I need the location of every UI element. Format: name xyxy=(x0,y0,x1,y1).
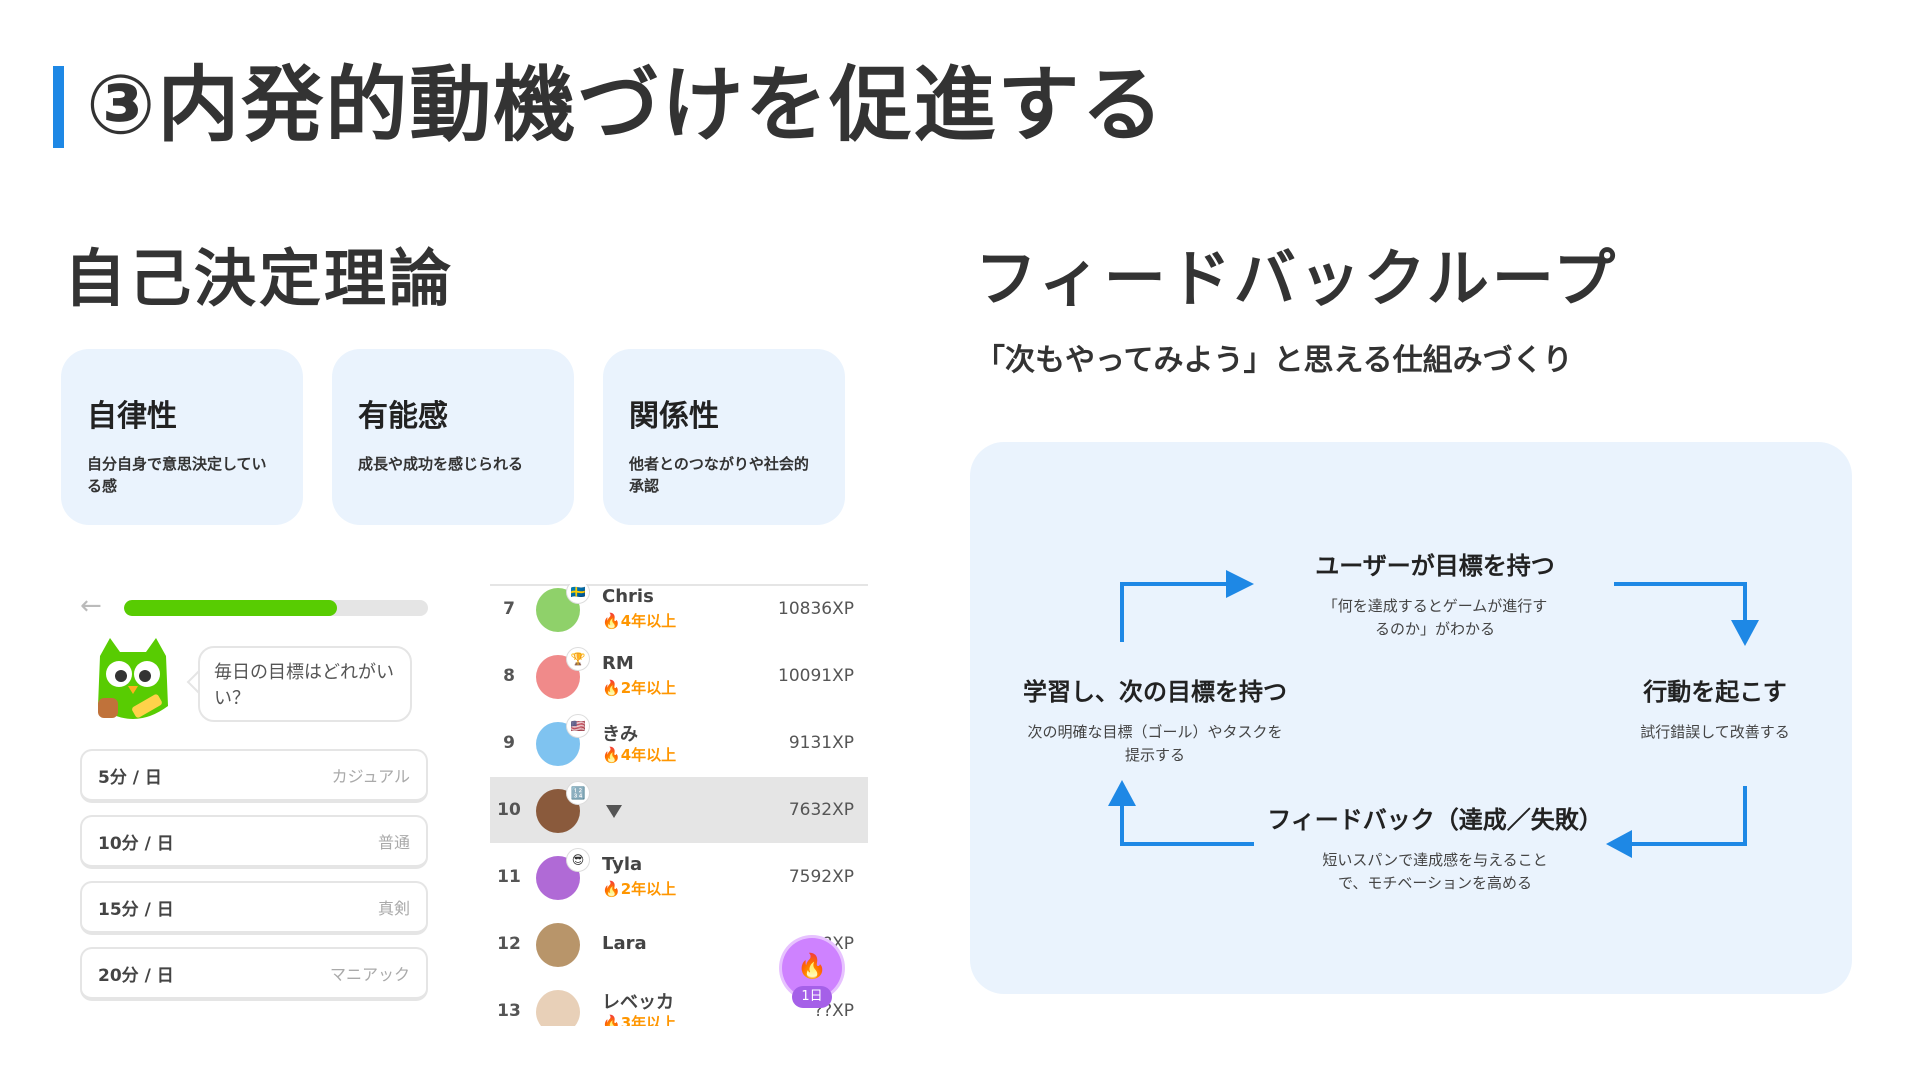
sdt-card-autonomy: 自律性 自分自身で意思決定している感 xyxy=(61,349,303,525)
user-xp: 9131XP xyxy=(788,733,854,753)
leaderboard-row[interactable]: 7 🇸🇪 Chris 🔥4年以上 10836XP xyxy=(490,584,868,642)
avatar-badge-icon: 🇸🇪 xyxy=(566,584,590,604)
owl-mascot-icon xyxy=(98,638,168,719)
user-name: Chris xyxy=(602,586,654,607)
title-accent-bar xyxy=(53,66,64,148)
option-label: 15分 / 日 xyxy=(98,899,174,920)
rank-number: 13 xyxy=(497,1001,521,1021)
node-title: 学習し、次の目標を持つ xyxy=(1023,678,1287,706)
speech-bubble: 毎日の目標はどれがいい？ xyxy=(198,646,412,722)
avatar-badge-icon: 😎 xyxy=(566,848,590,872)
option-label: 5分 / 日 xyxy=(98,767,162,788)
rank-number: 10 xyxy=(497,800,521,820)
node-title: フィードバック（達成／失敗） xyxy=(1267,806,1603,834)
progress-fill xyxy=(124,600,337,616)
node-title: ユーザーが目標を持つ xyxy=(1315,552,1555,580)
streak-text: 3年以上 xyxy=(620,1014,677,1026)
avatar-badge-icon: 🔢 xyxy=(566,781,590,805)
loop-node-learn: 学習し、次の目標を持つ 次の明確な目標（ゴール）やタスクを提示する xyxy=(1005,672,1305,767)
leaderboard-row[interactable]: 9 🇺🇸 きみ🔥4年以上 9131XP xyxy=(490,710,868,776)
card-title: 有能感 xyxy=(358,399,448,434)
loop-node-goal: ユーザーが目標を持つ 「何を達成するとゲームが進行するのか」がわかる xyxy=(1260,546,1610,641)
card-title: 自律性 xyxy=(87,399,177,434)
page-title: ③内発的動機づけを促進する xyxy=(86,58,1166,153)
rank-number: 8 xyxy=(503,666,515,686)
streak-text: 4年以上 xyxy=(620,612,677,630)
option-level: 真剣 xyxy=(377,899,410,918)
option-level: マニアック xyxy=(329,965,410,984)
rank-number: 9 xyxy=(503,733,515,753)
sdt-card-competence: 有能感 成長や成功を感じられる xyxy=(332,349,574,525)
avatar-badge-icon: 🏆 xyxy=(566,647,590,671)
sdt-heading: 自己決定理論 xyxy=(64,242,455,315)
user-name: RM xyxy=(602,653,634,674)
feedback-subheading: 「次もやってみよう」と思える仕組みづくり xyxy=(975,343,1573,378)
card-desc: 成長や成功を感じられる xyxy=(358,455,524,473)
goal-option-10min[interactable]: 10分 / 日 普通 xyxy=(80,815,428,869)
feedback-loop-panel xyxy=(970,442,1852,994)
sdt-card-relatedness: 関係性 他者とのつながりや社会的承認 xyxy=(603,349,845,525)
loop-node-action: 行動を起こす 試行錯誤して改善する xyxy=(1585,672,1845,744)
user-streak: 🔥2年以上 xyxy=(602,679,677,697)
back-arrow-icon[interactable]: ← xyxy=(80,591,102,621)
streak-text: 2年以上 xyxy=(620,679,677,697)
streak-text: 2年以上 xyxy=(620,880,677,898)
user-xp: 7632XP xyxy=(788,800,854,820)
node-desc: 次の明確な目標（ゴール）やタスクを提示する xyxy=(1027,723,1283,764)
leaderboard: 7 🇸🇪 Chris 🔥4年以上 10836XP 8 🏆 RM 🔥2年以上 10091XP 9 🇺🇸 き… xyxy=(490,584,868,1026)
node-desc: 「何を達成するとゲームが進行するのか」がわかる xyxy=(1322,597,1548,638)
user-name: レベッカ xyxy=(602,992,674,1013)
goal-option-5min[interactable]: 5分 / 日 カジュアル xyxy=(80,749,428,803)
card-title: 関係性 xyxy=(629,399,719,434)
loop-node-feedback: フィードバック（達成／失敗） 短いスパンで達成感を与えることで、モチベーションを… xyxy=(1245,800,1625,895)
goal-option-20min[interactable]: 20分 / 日 マニアック xyxy=(80,947,428,1001)
rank-number: 12 xyxy=(497,934,521,954)
option-level: カジュアル xyxy=(331,767,410,786)
node-desc: 短いスパンで達成感を与えることで、モチベーションを高める xyxy=(1322,851,1548,892)
user-xp: 10091XP xyxy=(778,666,854,686)
lesson-progress-bar xyxy=(124,600,428,616)
user-avatar[interactable] xyxy=(536,990,580,1026)
leaderboard-divider xyxy=(490,584,868,586)
user-streak: 🔥2年以上 xyxy=(602,880,677,898)
user-xp: 7592XP xyxy=(788,867,854,887)
leaderboard-row[interactable]: 11 😎 Tyla 🔥2年以上 7592XP xyxy=(490,844,868,910)
option-level: 普通 xyxy=(377,833,410,852)
node-desc: 試行錯誤して改善する xyxy=(1640,723,1790,741)
option-label: 20分 / 日 xyxy=(98,965,174,986)
leaderboard-row[interactable]: 8 🏆 RM 🔥2年以上 10091XP xyxy=(490,643,868,709)
streak-text: 4年以上 xyxy=(620,746,677,764)
goal-option-15min[interactable]: 15分 / 日 真剣 xyxy=(80,881,428,935)
user-name: Lara xyxy=(602,933,647,954)
user-name: きみ xyxy=(602,724,638,745)
feedback-heading: フィードバックループ xyxy=(975,242,1619,315)
user-streak: 🔥4年以上 xyxy=(602,612,677,630)
expand-triangle-icon[interactable] xyxy=(606,805,622,818)
user-xp: 10836XP xyxy=(778,599,854,619)
user-streak: 🔥4年以上 xyxy=(602,746,677,764)
card-desc: 自分自身で意思決定している感 xyxy=(87,455,267,495)
node-title: 行動を起こす xyxy=(1643,678,1787,706)
rank-number: 7 xyxy=(503,599,515,619)
user-name: Tyla xyxy=(602,854,643,875)
user-streak: 🔥3年以上 xyxy=(602,1012,676,1026)
card-desc: 他者とのつながりや社会的承認 xyxy=(629,455,809,495)
user-avatar[interactable] xyxy=(536,923,580,967)
avatar-badge-icon: 🇺🇸 xyxy=(566,714,590,738)
streak-days-pill: 1日 xyxy=(792,986,832,1008)
option-label: 10分 / 日 xyxy=(98,833,174,854)
leaderboard-row[interactable]: 10 🔢 7632XP xyxy=(490,777,868,843)
rank-number: 11 xyxy=(497,867,521,887)
